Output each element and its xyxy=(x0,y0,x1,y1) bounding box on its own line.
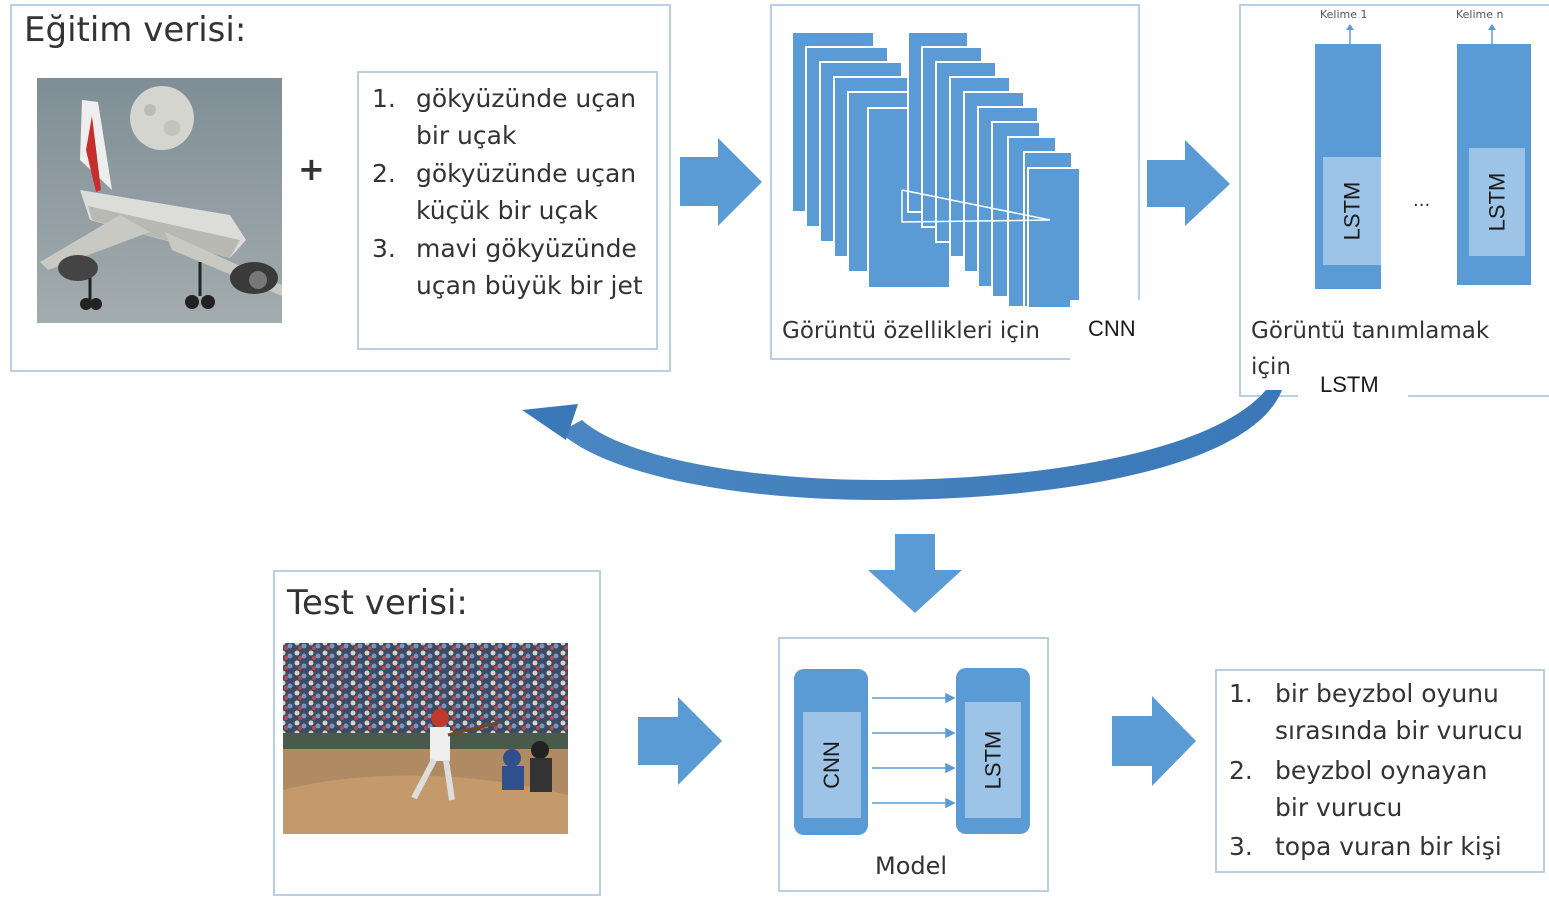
output-caption-3-number: 3. xyxy=(1229,832,1253,861)
output-caption-1-line-1: bir beyzbol oyunu xyxy=(1275,679,1499,708)
lstm-cell-1-label-box: LSTM xyxy=(1323,157,1381,265)
lstm-cell-1-label: LSTM xyxy=(1339,181,1364,241)
output-caption-3-line-1: topa vuran bir kişi xyxy=(1275,832,1502,861)
right-arrow-icon xyxy=(1112,696,1196,786)
training-caption-list: 1. gökyüzünde uçan bir uçak 2. gökyüzünd… xyxy=(372,80,652,300)
output-caption-2-line-2: bir vurucu xyxy=(1275,793,1403,822)
right-arrow-icon xyxy=(638,697,722,785)
caption-3-line-2: uçan büyük bir jet xyxy=(416,271,643,300)
curved-arrow-head xyxy=(522,404,578,440)
output-caption-2-line-1: beyzbol oynayan xyxy=(1275,756,1488,785)
output-caption-1-line-2: sırasında bir vurucu xyxy=(1275,716,1523,745)
lstm-block-label: LSTM xyxy=(1298,355,1408,405)
training-data-title: Eğitim verisi: xyxy=(24,10,247,50)
caption-1-number: 1. xyxy=(372,84,396,113)
lstm-caption-line-1: Görüntü tanımlamak xyxy=(1251,318,1490,344)
caption-2-number: 2. xyxy=(372,159,396,188)
caption-2-line-1: gökyüzünde uçan xyxy=(416,159,637,188)
lstm-cell-2-label-box: LSTM xyxy=(1469,148,1525,256)
caption-3-line-1: mavi gökyüzünde xyxy=(416,234,637,263)
caption-3-number: 3. xyxy=(372,234,396,263)
word-n-label: Kelime n xyxy=(1456,8,1504,21)
lstm-caption-line-2: için xyxy=(1251,354,1292,380)
model-lstm-label-box: LSTM xyxy=(965,702,1021,818)
lstm-cell-2-label: LSTM xyxy=(1484,172,1509,232)
right-arrow-icon xyxy=(1147,140,1230,226)
output-caption-1-number: 1. xyxy=(1229,679,1253,708)
model-cnn-label-box: CNN xyxy=(803,712,861,818)
caption-2-line-2: küçük bir uçak xyxy=(416,196,598,225)
down-arrow-icon xyxy=(868,534,962,613)
curved-arrow-icon xyxy=(560,390,1282,500)
model-caption: Model xyxy=(875,852,948,880)
right-arrow-icon xyxy=(680,138,762,226)
caption-1-line-2: bir uçak xyxy=(416,121,517,150)
cnn-features-caption: Görüntü özellikleri için xyxy=(782,318,1040,344)
model-cnn-label: CNN xyxy=(818,741,844,789)
model-lstm-label: LSTM xyxy=(980,730,1005,790)
output-captions-box xyxy=(1215,669,1545,873)
training-captions-box xyxy=(357,71,658,350)
cnn-features-label: CNN xyxy=(1070,300,1156,362)
test-data-title: Test verisi: xyxy=(287,583,468,623)
caption-1-line-1: gökyüzünde uçan xyxy=(416,84,637,113)
lstm-ellipsis: ... xyxy=(1413,190,1431,211)
output-caption-list: 1. bir beyzbol oyunu sırasında bir vuruc… xyxy=(1229,675,1539,865)
plus-sign: + xyxy=(298,150,325,188)
word-1-label: Kelime 1 xyxy=(1320,8,1368,21)
output-caption-2-number: 2. xyxy=(1229,756,1253,785)
